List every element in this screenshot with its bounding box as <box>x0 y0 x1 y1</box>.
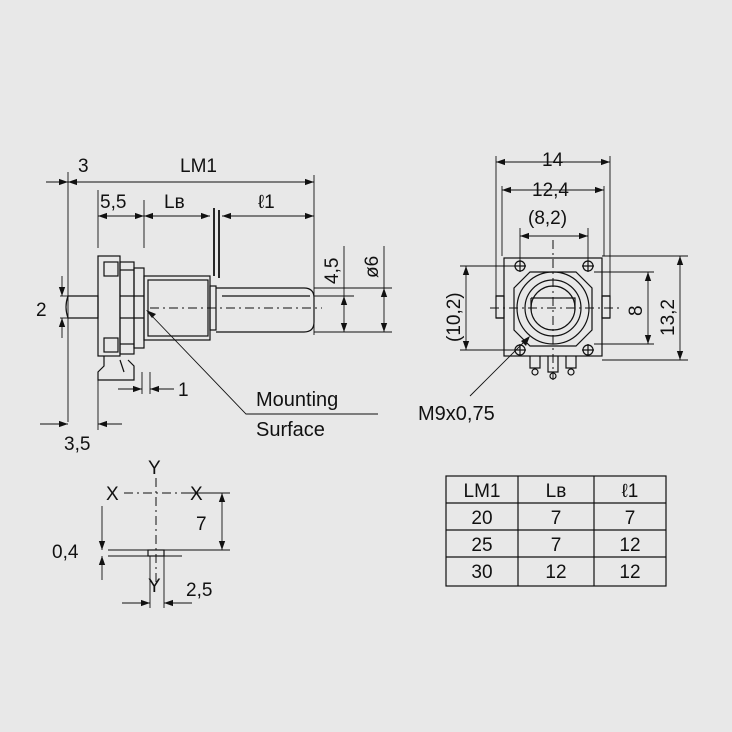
thread-label: M9x0,75 <box>418 403 495 425</box>
dim-2: 2 <box>36 300 47 321</box>
axis-x-left: X <box>106 484 119 505</box>
axis-y-bottom: Y <box>148 576 161 597</box>
dim-8-2: (8,2) <box>528 208 567 229</box>
dim-l1: ℓ1 <box>258 192 275 213</box>
table-cell: 7 <box>551 508 562 529</box>
dim-10-2: (10,2) <box>444 292 465 342</box>
dim-7: 7 <box>196 514 207 535</box>
dim-lm1: LM1 <box>180 156 217 177</box>
mounting-label: Mounting <box>256 389 338 411</box>
table-cell: 12 <box>619 562 640 583</box>
axis-y-top: Y <box>148 458 161 479</box>
axis-x-right: X <box>190 484 203 505</box>
table-cell: 12 <box>545 562 566 583</box>
table-cell: 7 <box>551 535 562 556</box>
table-cell: 25 <box>471 535 492 556</box>
dim-3: 3 <box>78 156 89 177</box>
dim-5-5: 5,5 <box>100 192 126 213</box>
dim-4-5: 4,5 <box>322 258 343 284</box>
table-cell: 20 <box>471 508 492 529</box>
dim-lb: Lʙ <box>164 192 185 213</box>
dim-0-4: 0,4 <box>52 542 79 563</box>
table-header-lb: Lʙ <box>546 481 567 502</box>
front-view: 14 12,4 (8,2) (10,2) 8 13,2 M9x0,75 <box>418 150 688 425</box>
dim-phi6: ø6 <box>362 256 383 278</box>
dim-1: 1 <box>178 380 189 401</box>
table-header-lm1: LM1 <box>464 481 501 502</box>
table-cell: 12 <box>619 535 640 556</box>
dim-13-2: 13,2 <box>658 299 679 336</box>
dim-14: 14 <box>542 150 564 171</box>
dim-8: 8 <box>626 305 647 316</box>
table-cell: 7 <box>625 508 636 529</box>
surface-label: Surface <box>256 419 325 441</box>
side-view: 3 LM1 5,5 Lʙ ℓ1 2 4,5 ø6 1 3,5 Mounting … <box>36 156 392 455</box>
table-cell: 30 <box>471 562 492 583</box>
dim-2-5: 2,5 <box>186 580 212 601</box>
pin-detail: Y X X 7 0,4 Y 2,5 <box>52 458 230 608</box>
dim-12-4: 12,4 <box>532 180 569 201</box>
table-header-l1: ℓ1 <box>622 481 639 502</box>
dim-3-5: 3,5 <box>64 434 90 455</box>
dimension-table: LM1 Lʙ ℓ1 20 7 7 25 7 12 30 12 12 <box>445 475 667 587</box>
